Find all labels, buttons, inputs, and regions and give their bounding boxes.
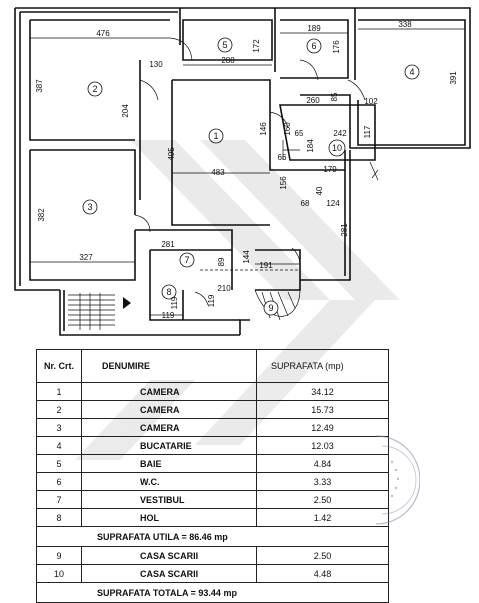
dim-119-b: 119 [207, 294, 216, 307]
dim-184: 184 [306, 139, 315, 153]
dim-65: 65 [295, 129, 304, 138]
cell-name: BAIE [81, 454, 257, 473]
cell-name: CAMERA [81, 418, 257, 437]
dim-160: 160 [283, 122, 292, 136]
dim-191: 191 [259, 261, 273, 270]
cell-name: BUCATARIE [81, 436, 257, 455]
cell-name: CAMERA [81, 400, 257, 419]
table-row: 1 CAMERA 34.12 [36, 382, 389, 401]
room-label-10: 10 [332, 143, 342, 153]
table-row: 4 BUCATARIE 12.03 [36, 436, 389, 455]
cell-area: 34.12 [256, 382, 389, 401]
dim-176: 176 [332, 40, 341, 54]
room-label-9: 9 [268, 303, 273, 313]
surface-table: Nr. Crt. DENUMIRE SUPRAFATA (mp) 1 CAMER… [36, 349, 389, 603]
room-label-4: 4 [409, 67, 414, 77]
cell-nr: 2 [36, 400, 82, 419]
dim-391: 391 [449, 71, 458, 85]
dim-189: 189 [307, 24, 321, 33]
dim-130: 130 [149, 60, 163, 69]
cell-nr: 6 [36, 472, 82, 491]
cell-nr: 1 [36, 382, 82, 401]
dim-327: 327 [79, 253, 93, 262]
outer-walls [14, 7, 471, 336]
room-label-6: 6 [311, 41, 316, 51]
dim-102: 102 [364, 97, 378, 106]
dim-382: 382 [37, 208, 46, 222]
dim-119-c: 119 [162, 311, 175, 320]
table-row: 9 CASA SCARII 2.50 [36, 546, 389, 565]
cell-area: 15.73 [256, 400, 389, 419]
dim-210: 210 [217, 284, 231, 293]
dim-124: 124 [326, 199, 340, 208]
dim-117: 117 [363, 125, 372, 138]
room-label-1: 1 [213, 131, 218, 141]
cell-nr: 9 [36, 546, 82, 565]
dimension-labels: 476 387 130 204 288 172 189 176 338 391 … [35, 20, 458, 320]
dim-338: 338 [398, 20, 412, 29]
cell-name: HOL [81, 508, 257, 527]
summary-utila: SUPRAFATA UTILA = 86.46 mp [36, 526, 389, 547]
dim-387: 387 [35, 79, 44, 93]
dim-260: 260 [306, 96, 320, 105]
dim-85: 85 [330, 92, 339, 101]
cell-nr: 7 [36, 490, 82, 509]
dim-288: 288 [221, 56, 235, 65]
floor-plan: 1 2 3 4 5 6 7 8 9 10 476 387 130 20 [14, 7, 471, 336]
header-area: SUPRAFATA (mp) [256, 349, 389, 383]
table-header-row: Nr. Crt. DENUMIRE SUPRAFATA (mp) [36, 349, 389, 383]
room-label-5: 5 [222, 40, 227, 50]
dimension-lines [30, 28, 465, 316]
table-row: 3 CAMERA 12.49 [36, 418, 389, 437]
dim-281-b: 281 [161, 240, 175, 249]
table-row: 2 CAMERA 15.73 [36, 400, 389, 419]
dim-89: 89 [217, 257, 226, 266]
room-markers: 1 2 3 4 5 6 7 8 9 10 [82, 37, 420, 316]
room-label-2: 2 [92, 84, 97, 94]
dim-40: 40 [315, 186, 324, 195]
cell-nr: 4 [36, 436, 82, 455]
dim-68: 68 [301, 199, 310, 208]
dim-242: 242 [333, 129, 347, 138]
cell-nr: 10 [36, 564, 82, 583]
cell-name: CAMERA [81, 382, 257, 401]
dim-66: 66 [278, 153, 287, 162]
stairs [68, 269, 301, 330]
header-name: DENUMIRE [81, 349, 257, 383]
cell-name: VESTIBUL [81, 490, 257, 509]
dim-156: 156 [279, 176, 288, 190]
table-row: 6 W.C. 3.33 [36, 472, 389, 491]
dim-204: 204 [121, 104, 130, 118]
cell-nr: 8 [36, 508, 82, 527]
dim-144: 144 [242, 250, 251, 264]
table-row: 8 HOL 1.42 [36, 508, 389, 527]
stamp-seal [375, 435, 420, 525]
cell-area: 2.50 [256, 546, 389, 565]
header-nr: Nr. Crt. [36, 349, 82, 383]
cell-nr: 5 [36, 454, 82, 473]
dim-179: 179 [323, 165, 337, 174]
cell-name: CASA SCARII [81, 564, 257, 583]
room-label-7: 7 [184, 255, 189, 265]
surface-table-container: Nr. Crt. DENUMIRE SUPRAFATA (mp) 1 CAMER… [36, 349, 389, 603]
cell-area: 4.48 [256, 564, 389, 583]
room-label-3: 3 [87, 202, 92, 212]
dim-281-a: 281 [340, 223, 349, 237]
dim-119-a: 119 [170, 296, 179, 309]
summary-row-utila: SUPRAFATA UTILA = 86.46 mp [36, 526, 389, 547]
table-row: 5 BAIE 4.84 [36, 454, 389, 473]
dim-146: 146 [259, 122, 268, 136]
dim-495: 495 [167, 147, 176, 161]
table-row: 10 CASA SCARII 4.48 [36, 564, 389, 583]
cell-nr: 3 [36, 418, 82, 437]
doors [134, 37, 379, 306]
cell-name: CASA SCARII [81, 546, 257, 565]
dim-476: 476 [96, 29, 110, 38]
room-label-8: 8 [166, 287, 171, 297]
dim-172: 172 [252, 39, 261, 53]
cell-name: W.C. [81, 472, 257, 491]
table-row: 7 VESTIBUL 2.50 [36, 490, 389, 509]
dim-483: 483 [211, 168, 225, 177]
